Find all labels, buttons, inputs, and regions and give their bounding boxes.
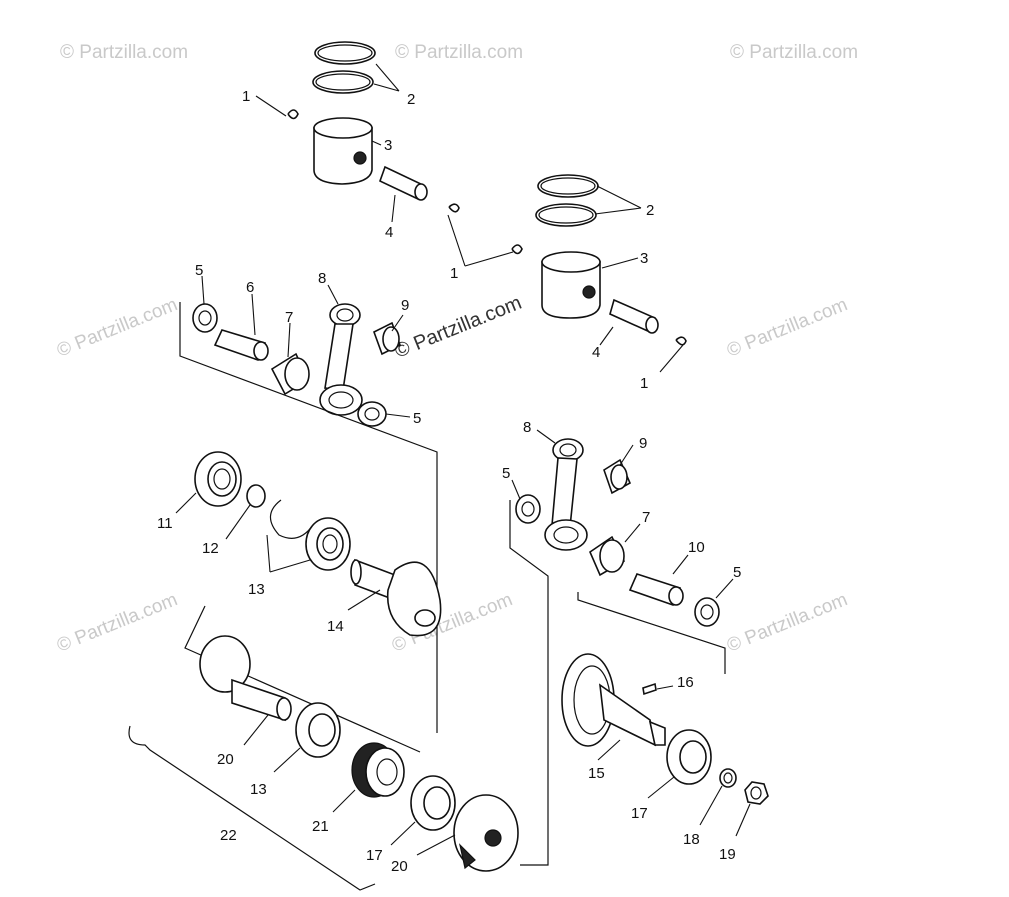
callout: 18 (683, 831, 700, 848)
bearing-17-left (410, 775, 456, 831)
callout: 8 (523, 419, 531, 436)
pin-6-left (213, 329, 269, 362)
bearing-13-b (295, 702, 341, 758)
crankshaft-half-14 (350, 558, 442, 637)
callout: 9 (401, 297, 409, 314)
callout: 5 (413, 410, 421, 427)
callout: 4 (592, 344, 600, 361)
bracket-upper (184, 605, 421, 753)
callout: 16 (677, 674, 694, 691)
snap-ring-13 (269, 499, 314, 539)
circlip-right-2 (675, 336, 687, 346)
callout: 17 (631, 805, 648, 822)
callout: 1 (640, 375, 648, 392)
crankshaft-half-20-a (199, 635, 292, 722)
piston-left (313, 117, 373, 185)
connecting-rod-right (544, 438, 588, 551)
washer-5-right-a (515, 494, 541, 524)
crankshaft-half-20-b (453, 794, 519, 872)
watermark: © Partzilla.com (730, 42, 858, 63)
callout: 4 (385, 224, 393, 241)
bearing-7-right (589, 535, 626, 577)
piston-pin-right (609, 298, 659, 334)
watermark: © Partzilla.com (392, 292, 525, 363)
callout: 13 (248, 581, 265, 598)
bearing-7-left (270, 352, 310, 396)
washer-18 (719, 768, 737, 788)
watermark: © Partzilla.com (395, 42, 523, 63)
washer-5-left-b (357, 401, 387, 427)
circlip-left-2 (448, 203, 460, 213)
circlip-left-1 (287, 109, 299, 120)
callout: 10 (688, 539, 705, 556)
leader-lines (175, 63, 751, 856)
bearing-13-left (305, 517, 351, 571)
callout: 17 (366, 847, 383, 864)
callout: 7 (285, 309, 293, 326)
callout: 12 (202, 540, 219, 557)
watermark: © Partzilla.com (60, 42, 188, 63)
nut-19 (744, 781, 769, 805)
callout: 5 (195, 262, 203, 279)
callout: 21 (312, 818, 329, 835)
piston-right (541, 251, 601, 319)
needle-bearing-9-right (603, 458, 632, 495)
callout: 13 (250, 781, 267, 798)
callout: 15 (588, 765, 605, 782)
piston-rings-left (312, 41, 376, 94)
callout: 1 (242, 88, 250, 105)
callout: 8 (318, 270, 326, 287)
callout: 19 (719, 846, 736, 863)
crankshaft-half-15 (561, 653, 666, 747)
ring-12 (246, 484, 266, 508)
pin-10 (628, 573, 684, 607)
needle-bearing-9-left (373, 321, 401, 356)
piston-pin-left (379, 165, 428, 201)
watermark: © Partzilla.com (724, 294, 851, 361)
callout: 3 (384, 137, 392, 154)
connecting-rod-left (319, 303, 363, 416)
callout: 20 (217, 751, 234, 768)
key-16 (642, 682, 657, 696)
callout: 5 (502, 465, 510, 482)
piston-rings-right (535, 174, 599, 227)
callout: 6 (246, 279, 254, 296)
seal-21 (351, 742, 405, 798)
callout: 14 (327, 618, 344, 635)
bearing-11 (194, 451, 242, 507)
watermark: © Partzilla.com (724, 589, 851, 656)
callout: 1 (450, 265, 458, 282)
callout: 22 (220, 827, 237, 844)
callout: 7 (642, 509, 650, 526)
assembly-brace-22 (128, 725, 376, 891)
washer-5-left-a (192, 303, 218, 333)
watermark: © Partzilla.com (54, 294, 181, 361)
callout: 5 (733, 564, 741, 581)
assembly-bracket-right-2 (577, 592, 726, 674)
circlip-right-1 (511, 244, 523, 255)
callout: 2 (407, 91, 415, 108)
callout: 3 (640, 250, 648, 267)
callout: 20 (391, 858, 408, 875)
callout: 9 (639, 435, 647, 452)
watermark: © Partzilla.com (54, 589, 181, 656)
callout: 11 (157, 515, 173, 532)
bearing-17-right (666, 729, 712, 785)
assembly-bracket-right (509, 500, 549, 866)
washer-5-right-b (694, 597, 720, 627)
callout: 2 (646, 202, 654, 219)
